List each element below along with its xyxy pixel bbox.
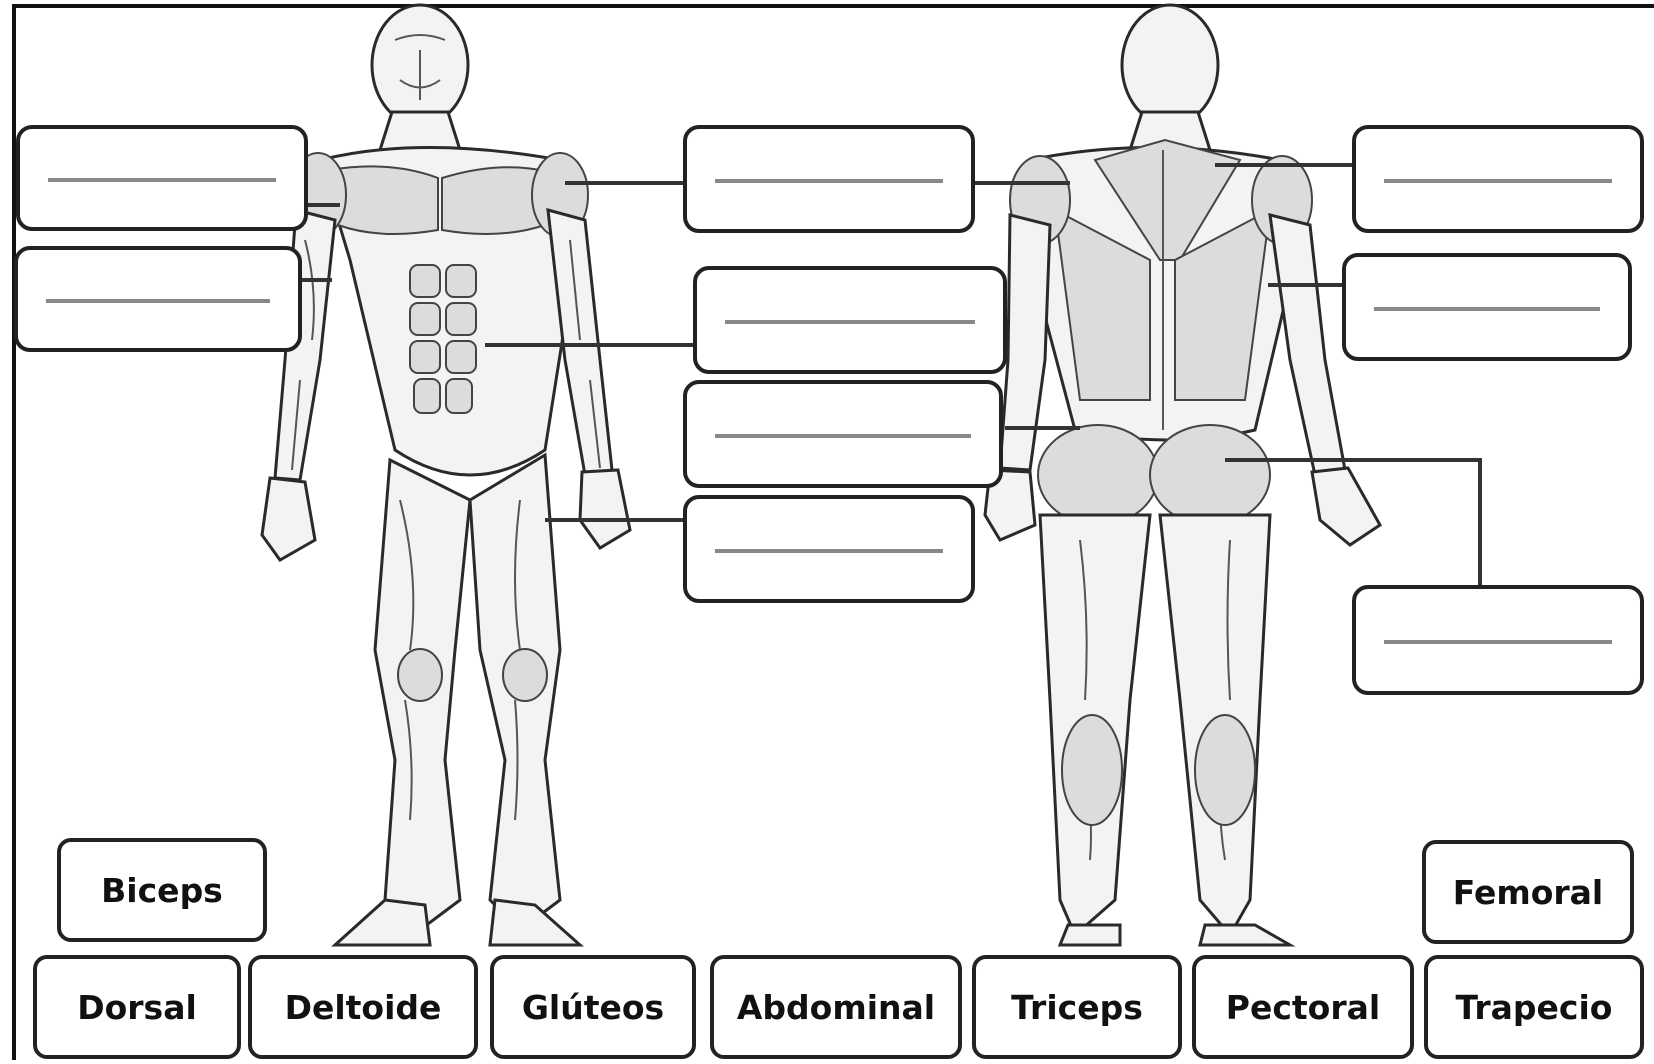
word-tile-femoral[interactable]: Femoral <box>1422 840 1634 944</box>
blank-underline <box>46 299 270 303</box>
word-tile-pectoral[interactable]: Pectoral <box>1192 955 1414 1059</box>
blank-underline <box>715 549 943 553</box>
answer-slot-center-3[interactable] <box>683 380 1003 488</box>
blank-underline <box>715 179 943 183</box>
answer-slot-center-1[interactable] <box>683 125 975 233</box>
word-tile-deltoide[interactable]: Deltoide <box>248 955 478 1059</box>
word-tile-biceps[interactable]: Biceps <box>57 838 267 942</box>
answer-slot-back-right-lower[interactable] <box>1352 585 1644 695</box>
blank-underline <box>1384 179 1612 183</box>
answer-slot-front-left-upper[interactable] <box>16 125 308 231</box>
blank-underline <box>725 320 975 324</box>
word-tile-gluteos[interactable]: Glúteos <box>490 955 696 1059</box>
word-tile-triceps[interactable]: Triceps <box>972 955 1182 1059</box>
word-tile-abdominal[interactable]: Abdominal <box>710 955 962 1059</box>
blank-underline <box>1374 307 1600 311</box>
answer-slot-center-2[interactable] <box>693 266 1007 374</box>
back-body-figure <box>985 5 1380 945</box>
word-tile-dorsal[interactable]: Dorsal <box>33 955 241 1059</box>
word-tile-trapecio[interactable]: Trapecio <box>1424 955 1644 1059</box>
answer-slot-front-left-lower[interactable] <box>14 246 302 352</box>
front-body-figure <box>262 5 630 945</box>
answer-slot-center-4[interactable] <box>683 495 975 603</box>
blank-underline <box>48 178 276 182</box>
blank-underline <box>1384 640 1612 644</box>
answer-slot-back-right-upper[interactable] <box>1352 125 1644 233</box>
answer-slot-back-right-middle[interactable] <box>1342 253 1632 361</box>
blank-underline <box>715 434 971 438</box>
